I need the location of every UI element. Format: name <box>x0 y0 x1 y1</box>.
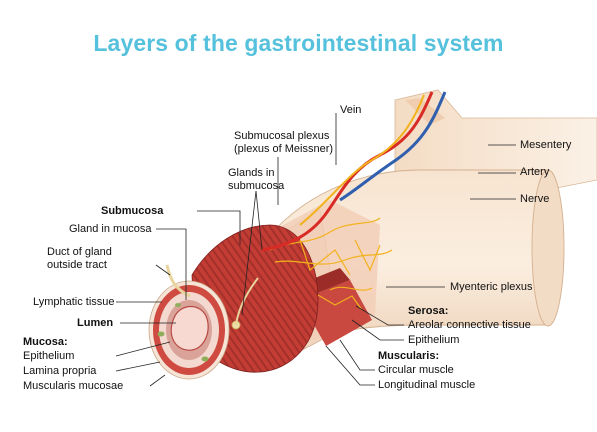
page-title: Layers of the gastrointestinal system <box>93 30 504 56</box>
label-vein: Vein <box>340 104 362 116</box>
duct-of-gland <box>165 264 191 298</box>
label-duct-of-gland: Duct of gland <box>47 246 112 258</box>
label-lumen: Lumen <box>77 317 114 329</box>
label-lymphatic-tissue: Lymphatic tissue <box>33 296 115 308</box>
lumen <box>170 305 209 351</box>
label-muscularis-mucosae: Muscularis mucosae <box>23 380 124 392</box>
label-serosa: Serosa: <box>408 305 449 317</box>
label-artery: Artery <box>520 166 550 178</box>
lymph-nodule-3 <box>175 303 181 307</box>
label-mucosa-epithelium: Epithelium <box>23 350 75 362</box>
label-areolar-connective-tissue: Areolar connective tissue <box>408 319 531 331</box>
label-outside-tract: outside tract <box>47 259 107 271</box>
vein-vessel <box>339 91 447 202</box>
label-submucosal-plexus: Submucosal plexus <box>234 130 330 142</box>
lymph-nodule-1 <box>157 331 165 337</box>
mesentery-upper <box>405 98 445 125</box>
label-submucosa-glands: submucosa <box>228 180 285 192</box>
label-glands-in: Glands in <box>228 167 275 179</box>
leader-lines <box>115 113 516 387</box>
lymph-nodule-2 <box>201 356 209 362</box>
label-gland-in-mucosa: Gland in mucosa <box>69 223 152 235</box>
tube-far-end <box>531 169 565 327</box>
label-mucosa: Mucosa: <box>23 336 68 348</box>
label-circular-muscle: Circular muscle <box>378 364 454 376</box>
label-muscularis: Muscularis: <box>378 350 440 362</box>
label-lamina-propria: Lamina propria <box>23 365 97 377</box>
label-submucosa: Submucosa <box>101 205 164 217</box>
nerve-vessel <box>299 94 425 226</box>
label-nerve: Nerve <box>520 193 550 205</box>
label-myenteric-plexus: Myenteric plexus <box>450 281 533 293</box>
label-serosa-epithelium: Epithelium <box>408 334 460 346</box>
label-plexus-of-meissner: (plexus of Meissner) <box>234 143 334 155</box>
label-longitudinal-muscle: Longitudinal muscle <box>378 379 476 391</box>
label-mesentery: Mesentery <box>520 139 572 151</box>
artery-vessel <box>261 91 434 252</box>
